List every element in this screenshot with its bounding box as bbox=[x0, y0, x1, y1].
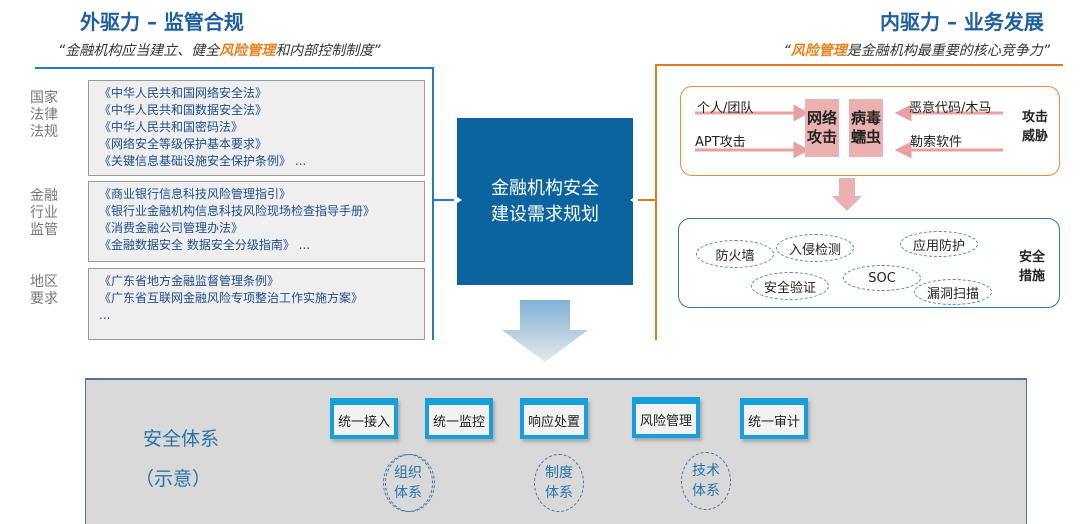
system-circle-placeholder bbox=[385, 454, 435, 512]
arrow-left-icon bbox=[630, 195, 638, 205]
down-arrow-icon bbox=[502, 300, 588, 362]
regional-item: 《广东省地方金融监督管理条例》 bbox=[99, 274, 280, 288]
threat-source: 恶意代码/木马 bbox=[909, 101, 992, 116]
module-box: 响应处置 bbox=[520, 398, 588, 439]
connector-arrows bbox=[434, 195, 655, 205]
system-circle: 技术 体系 bbox=[681, 452, 731, 510]
right-vertical-line bbox=[655, 64, 657, 340]
left-title: 外驱力 – 监管合规 bbox=[80, 10, 244, 34]
network-attack-box: 网络 攻击 bbox=[805, 99, 839, 157]
law-item: 《中华人民共和国数据安全法》 bbox=[99, 103, 268, 117]
center-planning-box: 金融机构安全 建设需求规划 bbox=[457, 118, 633, 285]
right-divider bbox=[655, 64, 1063, 66]
law-item: 《关键信息基础设施安全保护条例》 ... bbox=[99, 154, 307, 168]
pink-down-arrow-icon bbox=[832, 178, 862, 211]
left-divider bbox=[35, 67, 434, 69]
module-box: 统一监控 bbox=[425, 398, 493, 439]
regional-box: 《广东省地方金融监督管理条例》《广东省互联网金融风险专项整治工作实施方案》... bbox=[88, 268, 425, 340]
regulation-item: 《金融数据安全 数据安全分级指南》 ... bbox=[99, 238, 311, 252]
regional-item: ... bbox=[99, 308, 111, 322]
module-box: 统一审计 bbox=[740, 398, 808, 439]
threat-box bbox=[680, 86, 1060, 176]
regional-item: 《广东省互联网金融风险专项整治工作实施方案》 bbox=[99, 291, 364, 305]
measure-oval: 防火墙 bbox=[696, 240, 774, 268]
measure-oval: 漏洞扫描 bbox=[914, 279, 992, 305]
threat-arrows bbox=[695, 104, 1003, 159]
measure-oval: 安全验证 bbox=[751, 272, 829, 300]
regulation-item: 《消费金融公司管理办法》 bbox=[99, 221, 244, 235]
regulation-box: 《商业银行信息科技风险管理指引》《银行业金融机构信息科技风险现场检查指导手册》《… bbox=[88, 181, 425, 262]
regulation-item: 《商业银行信息科技风险管理指引》 bbox=[99, 187, 292, 201]
left-vertical-line bbox=[432, 67, 434, 340]
system-subtitle: （示意） bbox=[135, 468, 212, 490]
right-quote: “风险管理是金融机构最重要的核心竞争力” bbox=[783, 43, 1050, 59]
threat-source: 个人/团队 bbox=[697, 101, 754, 116]
left-quote: “金融机构应当建立、健全风险管理和内部控制制度” bbox=[58, 43, 381, 59]
module-box: 统一接入 bbox=[330, 398, 398, 439]
module-box: 风险管理 bbox=[632, 397, 700, 438]
arrow-right-icon bbox=[454, 195, 462, 205]
system-circle: 制度 体系 bbox=[534, 454, 584, 512]
law-item: 《网络安全等级保护基本要求》 bbox=[99, 137, 268, 151]
measures-box bbox=[678, 218, 1060, 308]
threat-label: 攻击 威胁 bbox=[1022, 110, 1049, 144]
group-label: 金融 行业 监管 bbox=[30, 188, 58, 238]
system-title: 安全体系 bbox=[143, 428, 220, 450]
law-item: 《中华人民共和国网络安全法》 bbox=[99, 86, 268, 100]
threat-source: 勒索软件 bbox=[910, 135, 963, 150]
law-box: 《中华人民共和国网络安全法》《中华人民共和国数据安全法》《中华人民共和国密码法》… bbox=[88, 80, 425, 176]
threat-source: APT攻击 bbox=[695, 135, 746, 150]
measure-oval: SOC bbox=[843, 265, 921, 291]
virus-worm-box: 病毒 蠕虫 bbox=[849, 99, 883, 157]
law-item: 《中华人民共和国密码法》 bbox=[99, 120, 244, 134]
group-label: 国家 法律 法规 bbox=[30, 90, 58, 140]
group-label: 地区 要求 bbox=[30, 274, 58, 307]
measure-oval: 应用防护 bbox=[900, 231, 978, 257]
measure-oval: 入侵检测 bbox=[776, 234, 854, 262]
regulation-item: 《银行业金融机构信息科技风险现场检查指导手册》 bbox=[99, 204, 376, 218]
measures-label: 安全 措施 bbox=[1019, 250, 1046, 284]
right-title: 内驱力 – 业务发展 bbox=[880, 10, 1044, 34]
